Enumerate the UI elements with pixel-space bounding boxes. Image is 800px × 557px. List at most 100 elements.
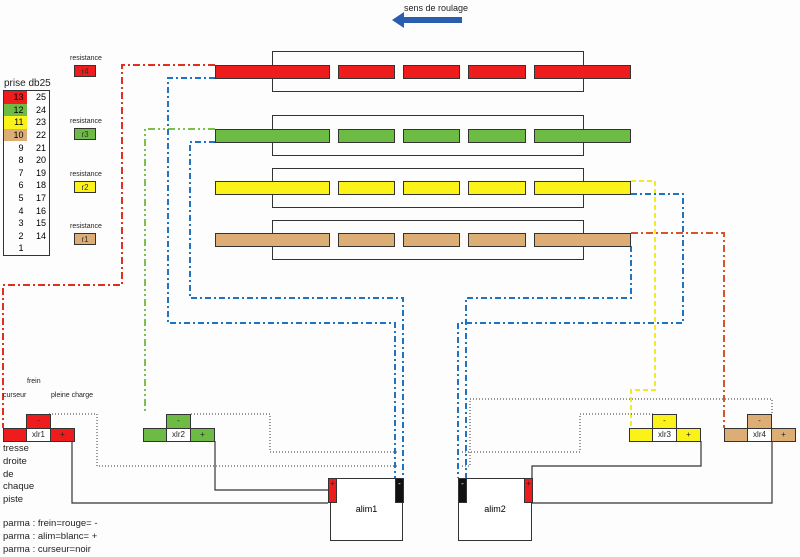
xlr-minus-pin: - [166,414,191,429]
xlr-connector-bar [3,428,27,442]
wire-r2 [630,180,656,428]
db25-row: 1 [4,242,50,255]
db25-row: 9 21 [4,141,50,154]
alim2-minus-terminal: - [458,478,467,503]
rail-segment-r1 [534,233,631,247]
rail-segment-r2 [338,181,395,195]
rail-segment-r4 [534,65,631,79]
db25-row: 10 22 [3,128,50,142]
xlr-minus-pin: - [26,414,51,429]
rail-segment-r3 [468,129,526,143]
rail-segment-r4 [215,65,330,79]
tresse-line: tresse [3,443,29,454]
alim2-box: alim2 [458,478,532,541]
wire-r4 [2,64,215,428]
xlr-connector-bar [724,428,748,442]
xlr-plus-pin: + [676,428,701,442]
xlr-minus-pin: - [652,414,677,429]
rail-segment-r1 [338,233,395,247]
wire-xlr3-plus [531,441,702,490]
resistance-caption: resistance [70,55,102,62]
rail-segment-r4 [403,65,460,79]
wire-blue-4 [465,246,632,478]
tresse-line: piste [3,494,24,506]
wire-r1 [631,232,725,428]
tresse-line: chaque [3,481,35,493]
resistance-r2: r2 [74,181,96,193]
alim2-plus-terminal: + [524,478,533,503]
rail-segment-r2 [534,181,631,195]
db25-pin: 21 [35,142,46,153]
rail-segment-r1 [468,233,526,247]
wire-blue-1 [167,77,396,478]
rail-segment-r2 [215,181,330,195]
rail-segment-r3 [338,129,395,143]
db25-pin: 11 [3,116,27,129]
wire-xlr1-minus [49,413,399,467]
db25-pin: 15 [35,218,46,229]
db25-pin: 17 [35,193,46,204]
resistance-r1: r1 [74,233,96,245]
db25-pin: 20 [35,155,46,166]
xlr-label: xlr2 [166,428,191,442]
xlr-plus-pin: + [771,428,796,442]
xlr-label: xlr1 [26,428,51,442]
rail-segment-r3 [403,129,460,143]
wire-r3 [144,128,215,414]
rail-segment-r1 [215,233,330,247]
db25-pin: 1 [18,243,24,254]
resistance-caption: resistance [70,223,102,230]
rail-segment-r1 [403,233,460,247]
rail-segment-r3 [215,129,330,143]
db25-title: prise db25 [4,78,51,89]
db25-pin: 4 [18,205,24,216]
alim2-label: alim2 [484,504,506,514]
db25-pin: 10 [3,128,27,142]
db25-row: 11 23 [3,116,50,129]
db25-pin: 22 [35,130,46,141]
tresse-line: droite [3,455,27,467]
db25-pin: 3 [18,218,24,229]
direction-arrow [392,12,462,28]
xlr-plus-pin: + [190,428,215,442]
alim1-label: alim1 [355,504,378,514]
parma-legend: parma : frein=rouge= - parma : alim=blan… [3,517,98,556]
xlr-minus-pin: - [747,414,772,429]
xlr-connector-bar [629,428,653,442]
legend-line: parma : alim=blanc= + [3,531,98,542]
db25-pin: 19 [35,167,46,178]
xlr-label: xlr4 [747,428,772,442]
db25-pin: 25 [35,92,46,103]
wire-xlr2-plus [214,441,328,491]
rail-segment-r3 [534,129,631,143]
resistance-caption: resistance [70,118,102,125]
wire-xlr4-minus [462,398,773,467]
db25-pin: 14 [35,230,46,241]
curseur-label: curseur [3,392,27,399]
legend-line: parma : curseur=noir [3,544,91,555]
wire-blue-3 [457,193,684,478]
resistance-caption: resistance [70,171,102,178]
xlr-plus-pin: + [50,428,75,442]
rail-segment-r2 [403,181,460,195]
db25-pin: 23 [35,117,46,128]
pleine-charge-label: pleine charge [51,392,94,399]
alim1-box: alim1 [330,478,403,541]
alim1-plus-terminal: + [328,478,337,503]
frein-label: frein [27,378,41,385]
db25-pin: 12 [3,103,27,117]
xlr-connector-bar [143,428,167,442]
db25-pin: 9 [18,142,24,153]
db25-pin: 6 [18,180,24,191]
rail-segment-r4 [338,65,395,79]
db25-pin [27,242,50,255]
wire-xlr4-plus [532,441,773,504]
